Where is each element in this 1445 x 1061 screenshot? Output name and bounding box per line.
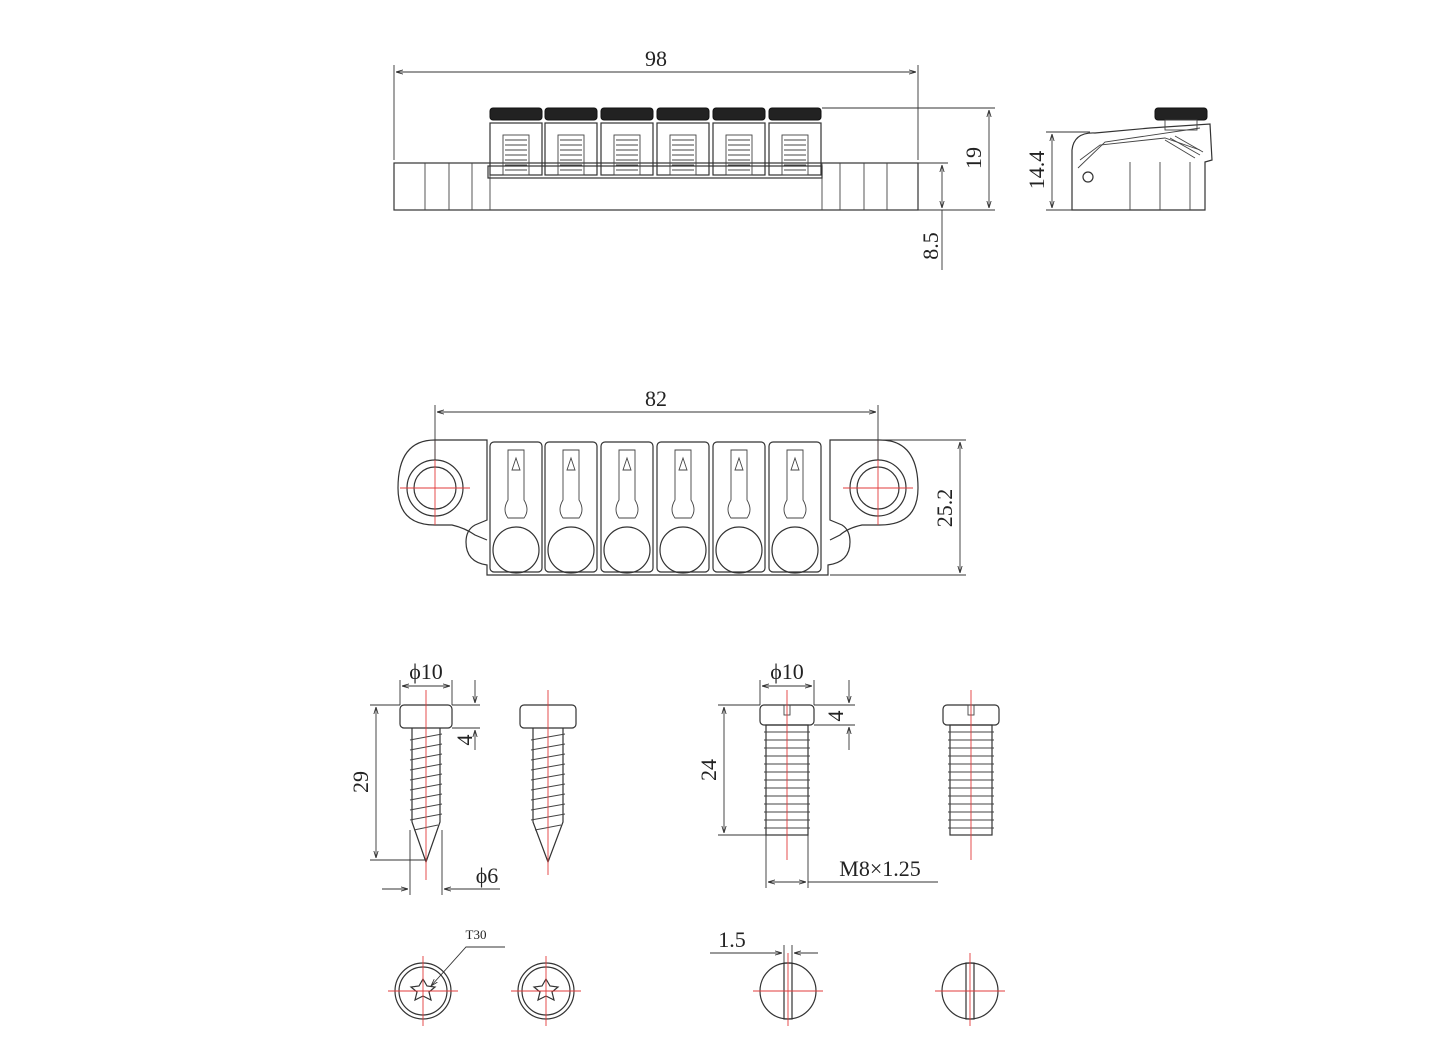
dim-8-5: 8.5 bbox=[918, 232, 943, 260]
dim-wood-shank-dia: ϕ6 bbox=[476, 863, 499, 888]
dim-slot-width: 1.5 bbox=[718, 927, 746, 952]
dim-machine-thread: M8×1.25 bbox=[839, 856, 920, 881]
machine-screw-dimensioned: ϕ10 4 24 M8×1.25 bbox=[696, 659, 938, 888]
wood-screw bbox=[519, 690, 577, 875]
dim-82: 82 bbox=[645, 386, 667, 411]
dim-machine-head-h: 4 bbox=[823, 711, 848, 722]
saddle-1 bbox=[489, 107, 543, 176]
wood-screw-dimensioned: ϕ10 4 29 ϕ6 bbox=[348, 659, 500, 895]
top-saddle-4 bbox=[656, 441, 710, 574]
dim-19: 19 bbox=[961, 147, 986, 169]
knob-2 bbox=[544, 107, 598, 121]
top-saddle-6 bbox=[768, 441, 822, 574]
saddle-4 bbox=[656, 107, 710, 176]
front-view: 98 19 8.5 bbox=[393, 46, 995, 270]
top-saddle-3 bbox=[600, 441, 654, 574]
slotted-head bbox=[935, 953, 1005, 1026]
torx-label: T30 bbox=[466, 927, 487, 942]
knob-4 bbox=[656, 107, 710, 121]
saddle-5 bbox=[712, 107, 766, 176]
side-view: 14.4 bbox=[1024, 107, 1213, 211]
saddle-3 bbox=[600, 107, 654, 176]
dim-98: 98 bbox=[645, 46, 667, 71]
dim-25-2: 25.2 bbox=[932, 489, 957, 528]
torx-head bbox=[511, 956, 581, 1026]
knob-6 bbox=[768, 107, 822, 121]
top-saddle-5 bbox=[712, 441, 766, 574]
top-saddle-2 bbox=[544, 441, 598, 574]
saddle-2 bbox=[544, 107, 598, 176]
dim-wood-head-dia: ϕ10 bbox=[409, 659, 443, 684]
top-saddle-1 bbox=[489, 441, 543, 574]
top-view: 82 25.2 bbox=[397, 386, 966, 576]
dim-wood-head-h: 4 bbox=[452, 735, 477, 746]
dim-machine-head-dia: ϕ10 bbox=[770, 659, 804, 684]
slotted-head-dimensioned: 1.5 bbox=[710, 927, 823, 1026]
front-base-plate bbox=[393, 162, 919, 211]
saddle-6 bbox=[768, 107, 822, 176]
knob-1 bbox=[489, 107, 543, 121]
torx-head-dimensioned: T30 bbox=[388, 927, 505, 1026]
dim-14-4: 14.4 bbox=[1024, 151, 1049, 190]
front-saddles bbox=[489, 107, 822, 176]
knob-3 bbox=[600, 107, 654, 121]
side-knob bbox=[1154, 107, 1208, 121]
dim-machine-length: 24 bbox=[696, 759, 721, 781]
machine-screw bbox=[942, 690, 1000, 860]
knob-5 bbox=[712, 107, 766, 121]
top-saddles bbox=[489, 441, 822, 574]
dim-wood-length: 29 bbox=[348, 771, 373, 793]
